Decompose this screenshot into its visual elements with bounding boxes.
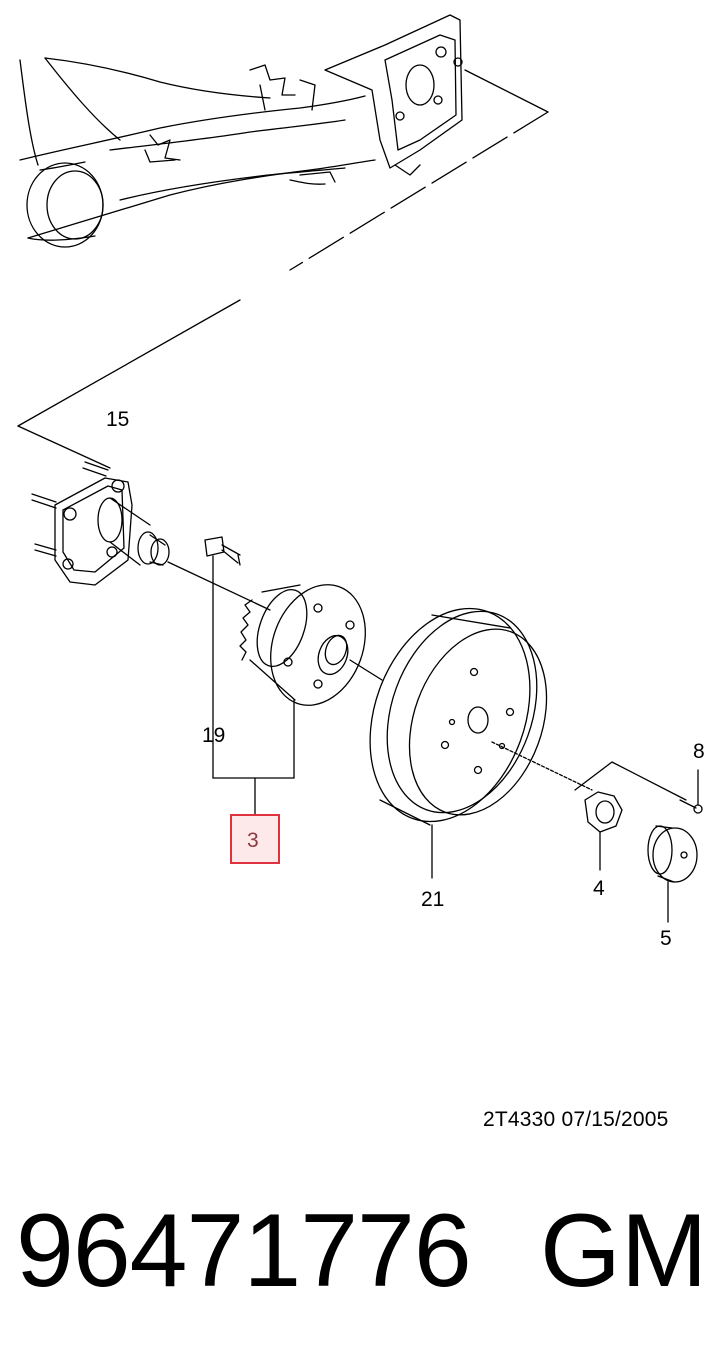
callout-3-highlight[interactable]	[230, 814, 280, 864]
dust-cap	[647, 825, 698, 923]
part-number: 96471776	[16, 1193, 472, 1309]
callout-4: 4	[593, 877, 605, 900]
callout-8: 8	[693, 740, 705, 763]
hub-bearing-assembly	[239, 584, 383, 706]
callout-5: 5	[660, 927, 672, 950]
callout-3[interactable]: 3	[247, 829, 259, 852]
screw	[679, 769, 703, 814]
hub-nut	[574, 761, 687, 871]
hub-bolt	[204, 536, 295, 816]
callout-15: 15	[106, 408, 129, 431]
drawing-reference: 2T4330 07/15/2005	[483, 1108, 669, 1131]
callout-19: 19	[202, 724, 225, 747]
brand-label: GM	[540, 1193, 708, 1309]
knuckle-spindle	[31, 461, 271, 611]
brake-drum	[369, 607, 593, 879]
exploded-parts-diagram: 15 19 3 21 8 4 5	[17, 14, 705, 950]
callout-21: 21	[421, 888, 444, 911]
rear-axle-beam	[17, 14, 549, 469]
